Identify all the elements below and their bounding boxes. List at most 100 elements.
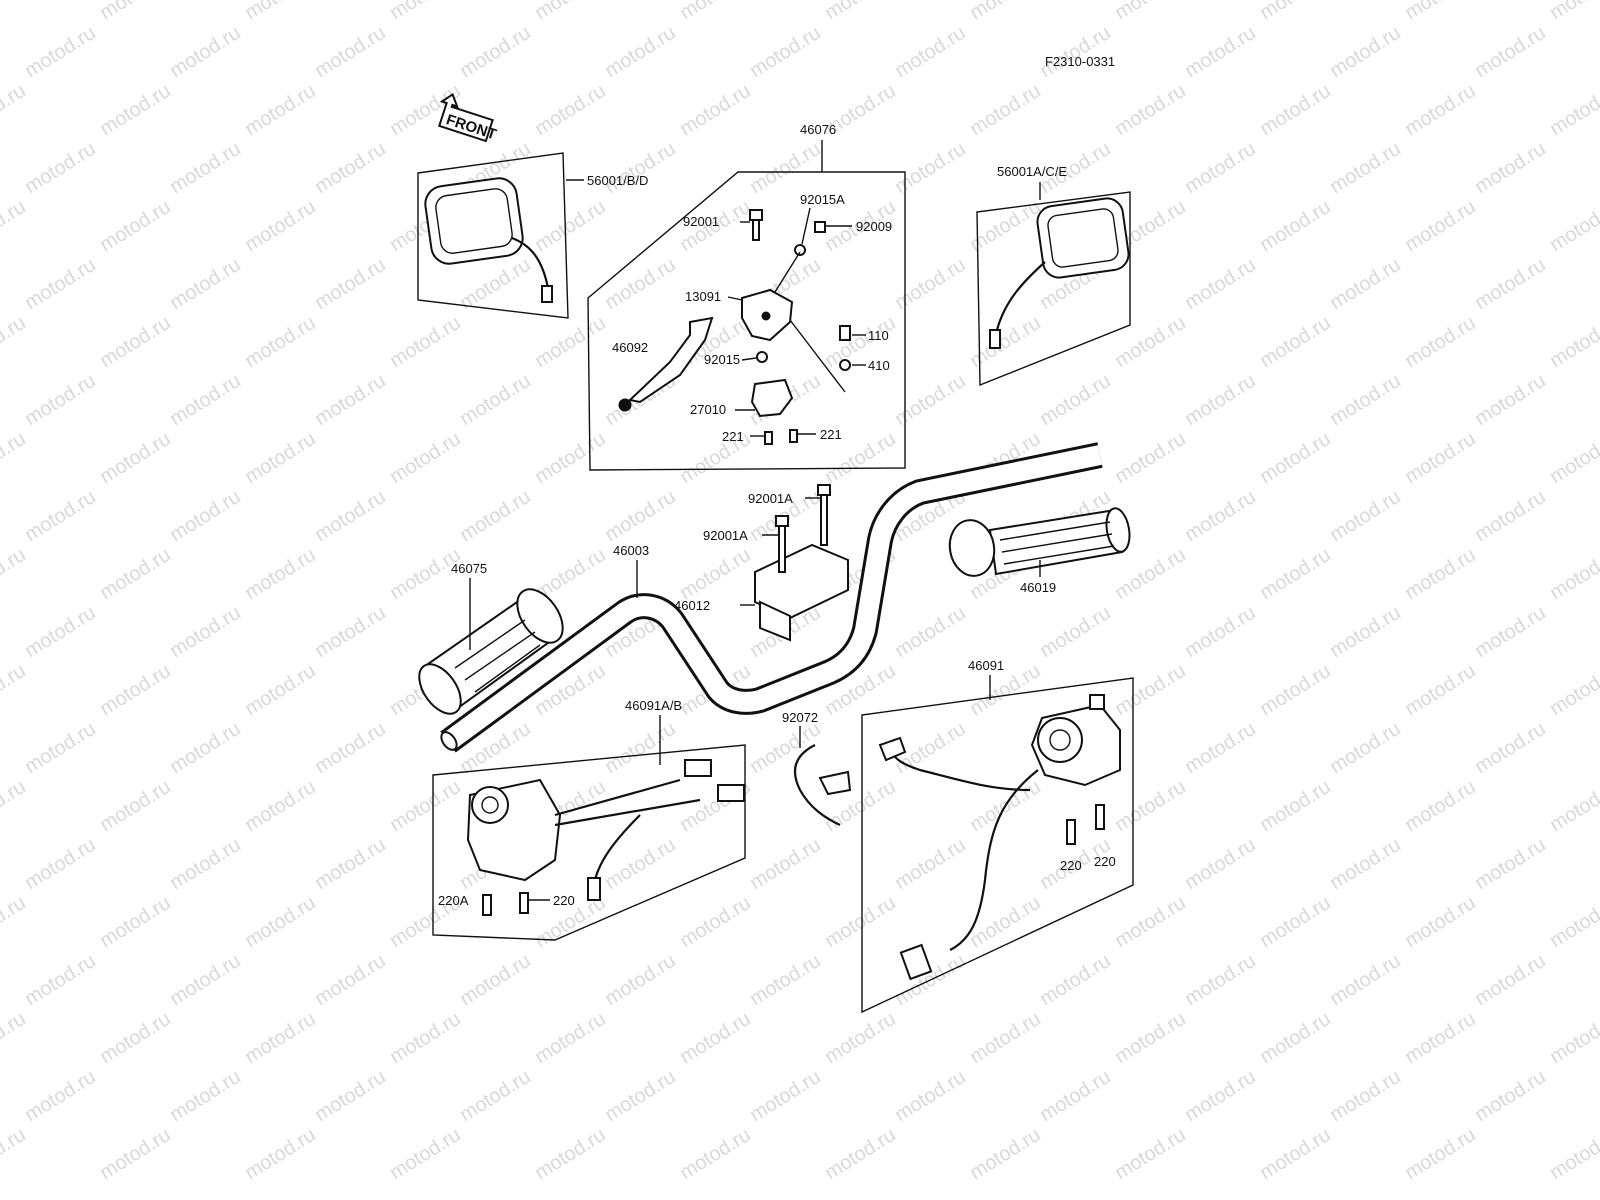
watermark-text: motod.ru <box>1546 892 1600 952</box>
watermark-text: motod.ru <box>1546 312 1600 372</box>
label-410: 410 <box>868 358 890 373</box>
watermark-text: motod.ru <box>891 254 970 314</box>
watermark-text: motod.ru <box>601 718 680 778</box>
watermark-text: motod.ru <box>21 834 100 894</box>
left-mirror-panel: 56001/B/D <box>417 152 648 319</box>
watermark-text: motod.ru <box>0 196 30 256</box>
clamp-92072: 92072 <box>782 710 852 826</box>
bolt-110-icon <box>839 325 851 341</box>
watermark-text: motod.ru <box>676 0 755 24</box>
watermark-text: motod.ru <box>601 138 680 198</box>
watermark-text: motod.ru <box>1181 22 1260 82</box>
watermark-text: motod.ru <box>1471 718 1550 778</box>
watermark-text: motod.ru <box>241 312 320 372</box>
watermark-text: motod.ru <box>1036 950 1115 1010</box>
label-13091: 13091 <box>685 289 721 304</box>
watermark-text: motod.ru <box>311 1066 390 1126</box>
label-221-left: 221 <box>722 429 744 444</box>
watermark-text: motod.ru <box>21 950 100 1010</box>
watermark-text: motod.ru <box>96 892 175 952</box>
watermark-text: motod.ru <box>1181 950 1260 1010</box>
watermark-text: motod.ru <box>311 718 390 778</box>
watermark-text: motod.ru <box>241 892 320 952</box>
label-220-right1: 220 <box>1060 858 1082 873</box>
watermark-text: motod.ru <box>0 428 30 488</box>
watermark-text: motod.ru <box>21 370 100 430</box>
watermark-text: motod.ru <box>531 0 610 24</box>
watermark-text: motod.ru <box>166 1066 245 1126</box>
watermark-text: motod.ru <box>746 138 825 198</box>
watermark-text: motod.ru <box>0 776 30 836</box>
watermark-text: motod.ru <box>456 22 535 82</box>
watermark-text: motod.ru <box>311 370 390 430</box>
watermark-text: motod.ru <box>166 370 245 430</box>
bolt-92001-icon <box>749 209 763 221</box>
left-switch-connector-2-icon <box>717 784 745 802</box>
watermark-text: motod.ru <box>1256 1008 1335 1068</box>
watermark-text: motod.ru <box>1181 834 1260 894</box>
watermark-text: motod.ru <box>821 892 900 952</box>
label-92001a-top: 92001A <box>748 491 793 506</box>
watermark-text: motod.ru <box>1326 254 1405 314</box>
screw-220-right1-icon <box>1066 819 1076 845</box>
watermark-text: motod.ru <box>1326 370 1405 430</box>
watermark-text: motod.ru <box>1326 602 1405 662</box>
watermark-text: motod.ru <box>166 718 245 778</box>
watermark-text: motod.ru <box>456 486 535 546</box>
handlebar-46003: 46003 <box>440 442 1103 753</box>
watermark-text: motod.ru <box>676 892 755 952</box>
watermark-text: motod.ru <box>1546 0 1600 24</box>
watermark-text: motod.ru <box>1111 892 1190 952</box>
watermark-text: motod.ru <box>1036 22 1115 82</box>
watermark-text: motod.ru <box>1256 428 1335 488</box>
watermark-text: motod.ru <box>166 834 245 894</box>
right-mirror-panel: 56001A/C/E <box>976 164 1131 387</box>
watermark-text: motod.ru <box>821 0 900 24</box>
watermark-text: motod.ru <box>1546 80 1600 140</box>
watermark-text: motod.ru <box>96 428 175 488</box>
watermark-text: motod.ru <box>96 312 175 372</box>
watermark-text: motod.ru <box>21 486 100 546</box>
label-220a: 220A <box>438 893 469 908</box>
watermark-text: motod.ru <box>241 1124 320 1184</box>
watermark-text: motod.ru <box>891 138 970 198</box>
watermark-text: motod.ru <box>891 834 970 894</box>
watermark-text: motod.ru <box>746 1066 825 1126</box>
right-grip-46019: 46019 <box>948 507 1131 595</box>
watermark-text: motod.ru <box>1256 776 1335 836</box>
watermark-text: motod.ru <box>96 196 175 256</box>
watermark-text: motod.ru <box>1326 138 1405 198</box>
watermark-text: motod.ru <box>1546 776 1600 836</box>
watermark-text: motod.ru <box>1471 138 1550 198</box>
watermark-text: motod.ru <box>311 138 390 198</box>
label-92015: 92015 <box>704 352 740 367</box>
watermark-text: motod.ru <box>601 834 680 894</box>
watermark-text: motod.ru <box>241 776 320 836</box>
screw-221-right-icon <box>789 429 798 443</box>
watermark-text: motod.ru <box>1471 950 1550 1010</box>
watermark-text: motod.ru <box>601 254 680 314</box>
watermark-text: motod.ru <box>1471 22 1550 82</box>
watermark-text: motod.ru <box>1326 486 1405 546</box>
watermark-text: motod.ru <box>311 486 390 546</box>
watermark-text: motod.ru <box>1326 718 1405 778</box>
watermark-text: motod.ru <box>601 1066 680 1126</box>
watermark-text: motod.ru <box>966 80 1045 140</box>
label-220-left: 220 <box>553 893 575 908</box>
label-46075: 46075 <box>451 561 487 576</box>
watermark-text: motod.ru <box>0 660 30 720</box>
watermark-text: motod.ru <box>311 22 390 82</box>
watermark-text: motod.ru <box>601 486 680 546</box>
screw-221-left-icon <box>764 431 773 445</box>
bolt-92001a-top-icon <box>817 484 831 496</box>
watermark-text: motod.ru <box>1401 776 1480 836</box>
watermark-text: motod.ru <box>1111 1008 1190 1068</box>
watermark-text: motod.ru <box>241 544 320 604</box>
watermark-text: motod.ru <box>1111 776 1190 836</box>
watermark-text: motod.ru <box>96 1008 175 1068</box>
watermark-text: motod.ru <box>531 312 610 372</box>
watermark-text: motod.ru <box>1256 892 1335 952</box>
left-mirror-mount-icon <box>541 285 553 303</box>
watermark-text: motod.ru <box>1036 602 1115 662</box>
